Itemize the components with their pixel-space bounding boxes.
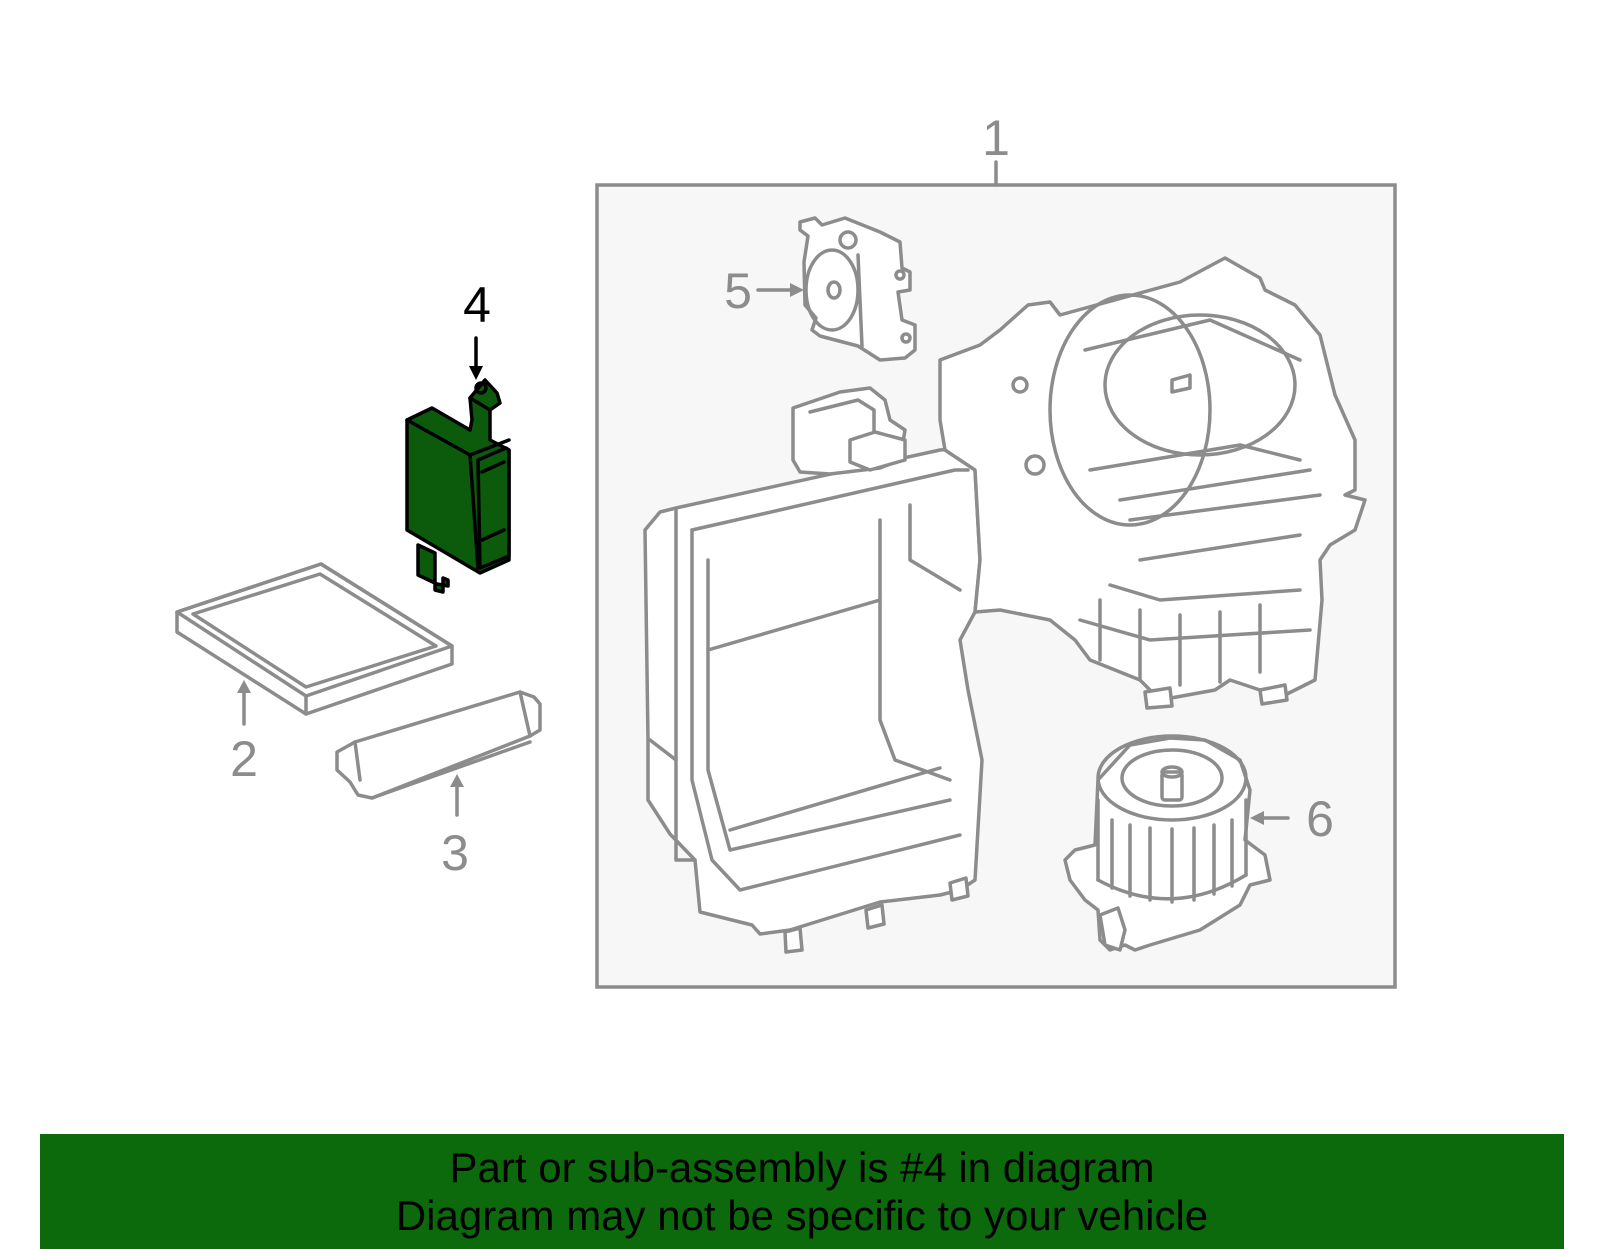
part-1-hvac-case[interactable]	[643, 256, 1367, 954]
part-5-actuator[interactable]	[798, 216, 917, 362]
banner-line-part-note: Part or sub-assembly is #4 in diagram	[449, 1144, 1155, 1191]
callout-5[interactable]: 5	[724, 263, 752, 319]
part-2-filter[interactable]	[175, 562, 454, 716]
part-6-blower-motor[interactable]	[1063, 734, 1272, 952]
callout-1[interactable]: 1	[982, 110, 1010, 166]
callout-3[interactable]: 3	[441, 825, 469, 881]
arrow-4	[469, 366, 483, 380]
arrow-2	[237, 680, 251, 693]
callout-2[interactable]: 2	[230, 731, 258, 787]
part-4-module[interactable]	[405, 378, 511, 594]
arrow-3	[450, 774, 464, 787]
callout-6[interactable]: 6	[1306, 791, 1334, 847]
arrow-5	[790, 283, 804, 297]
part-3-bracket[interactable]	[335, 690, 542, 800]
callout-4[interactable]: 4	[463, 277, 491, 333]
banner-line-disclaimer: Diagram may not be specific to your vehi…	[395, 1192, 1209, 1239]
info-banner: Part or sub-assembly is #4 in diagram Di…	[40, 1134, 1564, 1249]
arrow-6	[1250, 811, 1264, 825]
